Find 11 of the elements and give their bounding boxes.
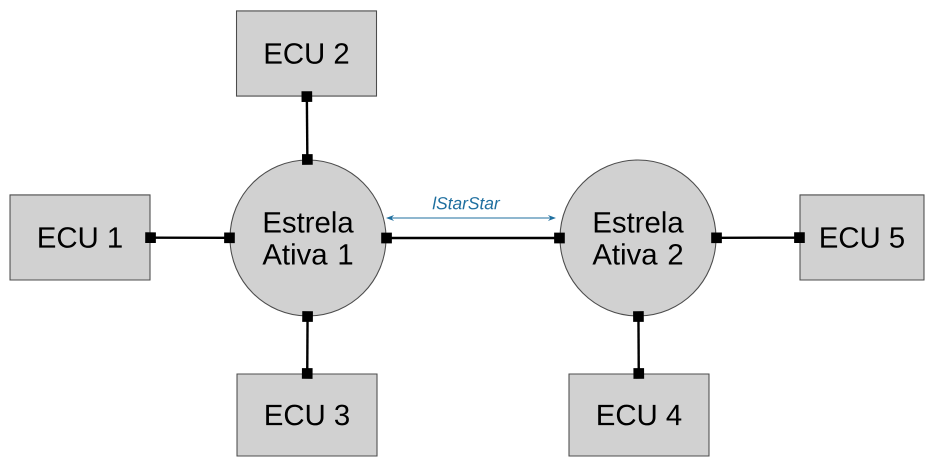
connection-line: [302, 311, 313, 379]
ecu-box: ECU 3: [236, 373, 378, 457]
ecu-box: ECU 4: [568, 373, 710, 457]
connection-line: [711, 232, 805, 244]
ecu-box: ECU 1: [9, 194, 151, 281]
connection-line: [633, 311, 644, 379]
dimension-label: lStarStar: [432, 196, 500, 210]
ecu-box: ECU 5: [799, 194, 925, 281]
ecu-box: ECU 2: [236, 10, 378, 97]
connection-line: [381, 232, 565, 244]
connection-line: [145, 232, 235, 244]
